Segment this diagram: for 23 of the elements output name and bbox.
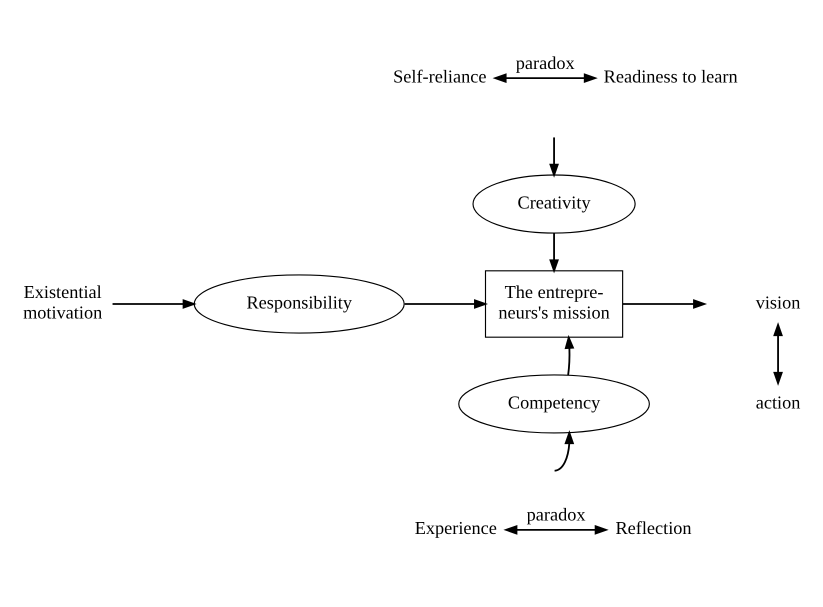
arrow — [404, 298, 488, 308]
node-text: Self-reliance — [393, 66, 486, 86]
node-text: vision — [756, 292, 800, 312]
arrow — [773, 322, 783, 386]
arrow — [549, 232, 559, 273]
arrow — [622, 298, 708, 308]
edge-label: paradox — [526, 504, 586, 524]
arrow — [554, 430, 574, 472]
node-text: Experience — [414, 518, 497, 538]
edge-label: paradox — [516, 52, 575, 72]
arrow — [549, 136, 559, 178]
arrow — [112, 298, 197, 308]
node-text: action — [756, 392, 800, 412]
node-ellipse: Competency — [458, 374, 650, 434]
node-box: The entrepre- neurs's mission — [484, 270, 624, 338]
node-ellipse: Creativity — [472, 174, 636, 234]
arrow — [564, 334, 574, 375]
node-text: Existential motivation — [23, 282, 102, 322]
node-text: Readiness to learn — [604, 66, 738, 86]
node-ellipse: Responsibility — [194, 274, 405, 334]
arrow — [492, 72, 598, 83]
arrow — [503, 524, 609, 534]
node-text: Reflection — [615, 518, 692, 538]
